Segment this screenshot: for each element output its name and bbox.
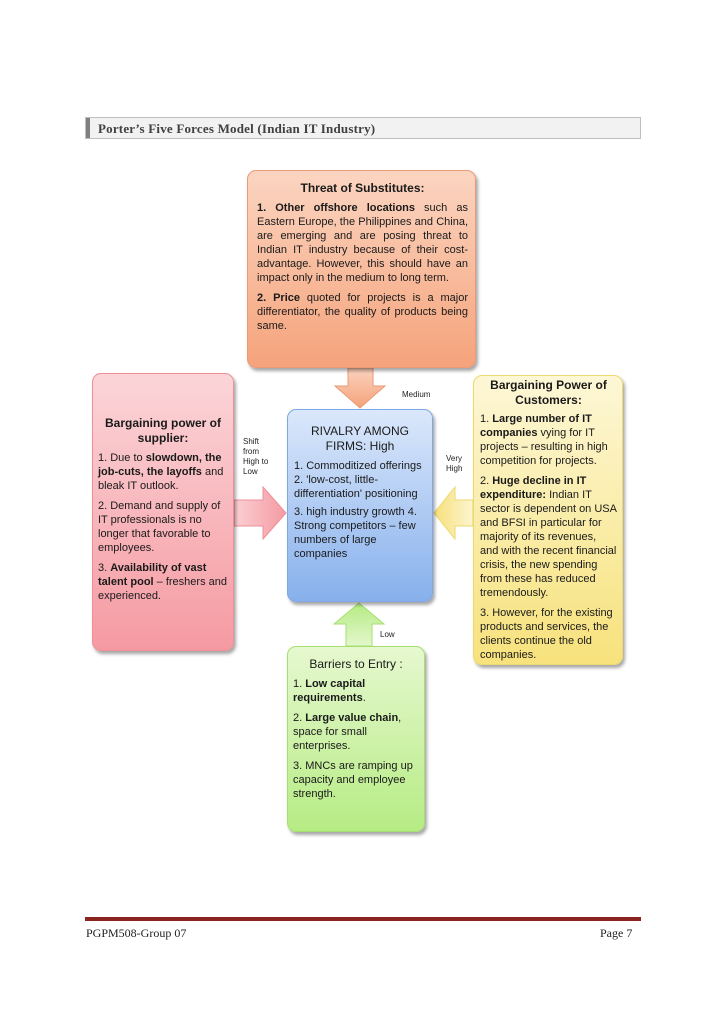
rivalry-point-2: 2. 'low-cost, little-differentiation' po… [294, 474, 418, 500]
rivalry-title: RIVALRY AMONG FIRMS: High [310, 424, 410, 453]
label-very-high: Very High [446, 454, 463, 473]
barriers-point-1: 1. Low capital requirements. [293, 677, 419, 705]
barriers-box: Barriers to Entry : 1. Low capital requi… [287, 646, 425, 832]
substitutes-title: Threat of Substitutes: [300, 181, 425, 195]
substitutes-point-1-bold: Other offshore locations [275, 202, 415, 214]
customers-point-3: 3. However, for the existing products an… [480, 607, 613, 661]
supplier-point-1-text: and bleak IT outlook. [98, 466, 224, 492]
barriers-point-1-bold: Low capital requirements [293, 678, 366, 704]
customers-point-1-bold: Large number of IT companies [480, 413, 592, 439]
supplier-point-3-bold: Availability of vast talent pool [98, 562, 207, 588]
footer-page-number: Page 7 [600, 926, 633, 940]
supplier-point-3-prefix: 3. [98, 562, 111, 574]
rivalry-point-3: 3. high industry growth 4. Strong compet… [294, 506, 417, 560]
substitutes-point-1-text: such as Eastern Europe, the Philippines … [257, 202, 468, 284]
label-shift: Shift from High to Low [243, 437, 269, 476]
label-low: Low [380, 630, 395, 639]
barriers-point-2-bold: Large value chain [305, 712, 399, 724]
barriers-point-2: 2. Large value chain, space for small en… [293, 711, 419, 753]
substitutes-point-1-number: 1. [257, 202, 267, 214]
rivalry-box: RIVALRY AMONG FIRMS: High 1. Commoditize… [287, 409, 433, 602]
barriers-point-3: 3. MNCs are ramping up capacity and empl… [293, 760, 413, 800]
heading-text: Porter’s Five Forces Model (Indian IT In… [98, 121, 376, 136]
barriers-point-1-prefix: 1. [293, 678, 306, 690]
customers-point-1-prefix: 1. [480, 413, 493, 425]
label-medium: Medium [402, 390, 431, 399]
footer-group: PGPM508-Group 07 [86, 926, 187, 940]
footer-rule [85, 917, 641, 921]
section-heading: Porter’s Five Forces Model (Indian IT In… [85, 117, 641, 139]
customers-point-2-bold: Huge decline in IT expenditure: [480, 475, 587, 501]
customers-point-1-text: vying for IT projects – resulting in hig… [480, 427, 608, 467]
rivalry-point-1: 1. Commoditized offerings [294, 460, 422, 472]
arrow-substitutes [333, 367, 387, 409]
heading-accent-bar [86, 118, 90, 138]
supplier-point-1-prefix: 1. Due to [98, 452, 146, 464]
customers-point-2-prefix: 2. [480, 475, 493, 487]
barriers-title: Barriers to Entry : [309, 657, 403, 671]
barriers-point-2-prefix: 2. [293, 712, 306, 724]
arrow-supplier [233, 485, 287, 541]
customers-box: Bargaining Power of Customers: 1. Large … [473, 375, 623, 665]
supplier-title: Bargaining power of supplier: [104, 416, 221, 445]
supplier-point-2: 2. Demand and supply of IT professionals… [98, 500, 221, 554]
supplier-point-1-bold: slowdown, the job-cuts, the layoffs [98, 452, 222, 478]
arrow-customers [433, 485, 474, 541]
customers-point-2-text: Indian IT sector is dependent on USA and… [480, 489, 617, 599]
customers-point-1: 1. Large number of IT companies vying fo… [480, 412, 617, 468]
arrow-barriers [332, 602, 386, 647]
barriers-point-2-text: , space for small enterprises. [293, 712, 402, 752]
supplier-box: Bargaining power of supplier: 1. Due to … [92, 373, 234, 651]
substitutes-point-2: 2. Price quoted for projects is a major … [257, 291, 468, 333]
supplier-point-3: 3. Availability of vast talent pool – fr… [98, 561, 228, 603]
barriers-point-1-text: . [362, 692, 366, 704]
substitutes-point-2-bold: Price [273, 292, 301, 304]
substitutes-point-2-number: 2. [257, 292, 267, 304]
customers-title: Bargaining Power of Customers: [490, 378, 607, 407]
supplier-point-3-text: – freshers and experienced. [98, 576, 227, 602]
substitutes-point-2-text: quoted for projects is a major different… [257, 292, 468, 332]
substitutes-point-1: 1. Other offshore locations such as East… [257, 201, 468, 285]
customers-point-2: 2. Huge decline in IT expenditure: India… [480, 474, 617, 600]
supplier-point-1: 1. Due to slowdown, the job-cuts, the la… [98, 451, 228, 493]
substitutes-box: Threat of Substitutes: 1. Other offshore… [247, 170, 476, 368]
